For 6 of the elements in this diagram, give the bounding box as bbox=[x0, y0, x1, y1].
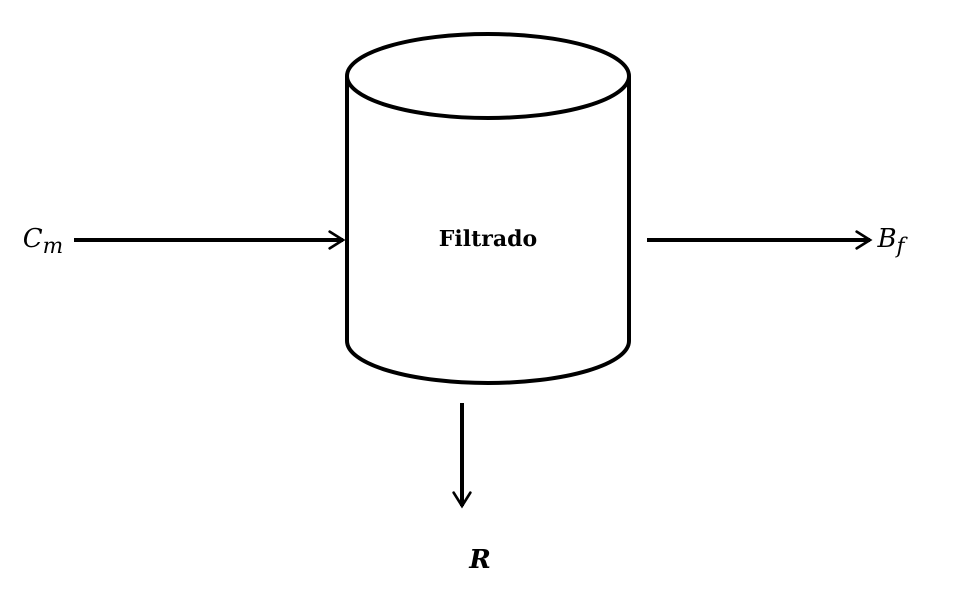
output-label: R bbox=[469, 545, 491, 575]
arrow bbox=[647, 230, 872, 250]
arrow bbox=[452, 403, 472, 508]
variable-label: C$_{m}$ bbox=[22, 224, 64, 260]
process-label: Filtrado bbox=[438, 226, 538, 252]
arrow bbox=[74, 230, 344, 250]
